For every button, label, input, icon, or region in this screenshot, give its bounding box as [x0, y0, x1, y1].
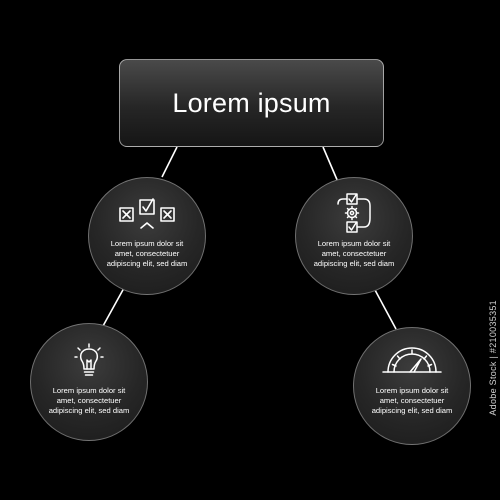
connector-title-node1 — [161, 146, 178, 178]
checkboxes-icon — [119, 198, 175, 229]
node-description: Lorem ipsum dolor sit amet, consectetuer… — [313, 239, 395, 268]
stock-watermark: Adobe Stock | #210035351 — [488, 300, 498, 416]
connector-title-node2 — [322, 146, 339, 183]
node-speedometer: Lorem ipsum dolor sit amet, consectetuer… — [353, 327, 471, 445]
title-text: Lorem ipsum — [172, 87, 331, 118]
node-checkboxes: Lorem ipsum dolor sit amet, consectetuer… — [88, 177, 206, 295]
title-box: Lorem ipsum — [119, 59, 384, 147]
gear-checklist-icon — [337, 193, 371, 233]
connector-node1-node3 — [102, 287, 125, 327]
speedometer-icon — [382, 347, 442, 373]
connector-node2-node4 — [374, 289, 397, 330]
node-description: Lorem ipsum dolor sit amet, consectetuer… — [371, 386, 453, 415]
node-lightbulb: Lorem ipsum dolor sit amet, consectetuer… — [30, 323, 148, 441]
node-description: Lorem ipsum dolor sit amet, consectetuer… — [106, 239, 188, 268]
lightbulb-icon — [74, 343, 104, 376]
node-description: Lorem ipsum dolor sit amet, consectetuer… — [48, 386, 130, 415]
node-gear-checklist: Lorem ipsum dolor sit amet, consectetuer… — [295, 177, 413, 295]
